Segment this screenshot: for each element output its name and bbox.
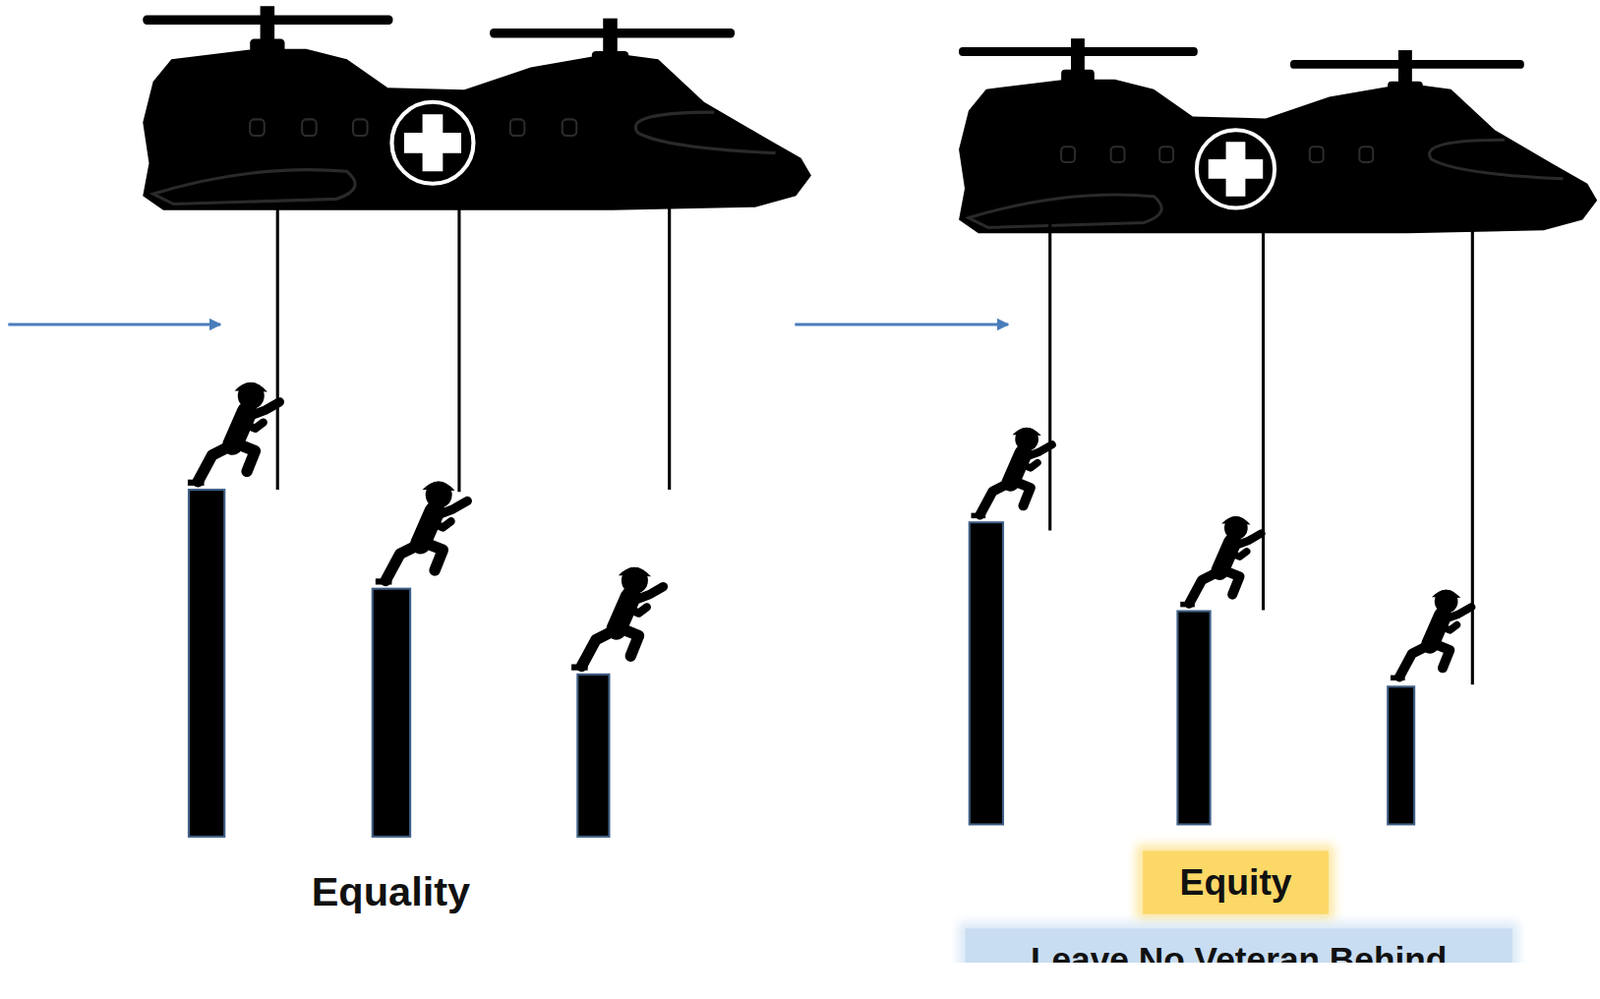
- helicopter: [142, 5, 812, 211]
- diagram-stage: EquityLeave No Veteran Behind Equality: [0, 0, 1600, 963]
- soldier: [187, 382, 280, 486]
- node-text: Leave No Veteran Behind: [1030, 941, 1447, 963]
- rope: [667, 204, 671, 491]
- illustration: [0, 0, 1600, 963]
- pillar: [188, 489, 225, 837]
- pointer-arrow: [794, 322, 1008, 326]
- rope: [1048, 218, 1052, 532]
- soldier: [1180, 516, 1261, 607]
- helicopter: [958, 38, 1598, 234]
- soldier: [571, 567, 663, 671]
- highlight-box: Equity: [1142, 850, 1329, 914]
- rope: [276, 204, 280, 491]
- soldier: [375, 480, 468, 585]
- soldier: [971, 427, 1053, 519]
- pillar: [577, 674, 609, 837]
- soldier: [1390, 590, 1472, 681]
- connector-layer: [0, 0, 1600, 963]
- rope: [457, 209, 461, 492]
- rope: [1471, 218, 1475, 685]
- pointer-arrow: [7, 322, 221, 326]
- panel-label: Equality: [268, 869, 514, 916]
- banner-box: Leave No Veteran Behind: [965, 928, 1513, 963]
- rope: [1261, 218, 1265, 610]
- pillar: [1177, 611, 1210, 826]
- pillar: [969, 522, 1004, 825]
- pillar: [372, 589, 411, 837]
- node-text: Equity: [1179, 862, 1292, 903]
- pillar: [1387, 686, 1415, 825]
